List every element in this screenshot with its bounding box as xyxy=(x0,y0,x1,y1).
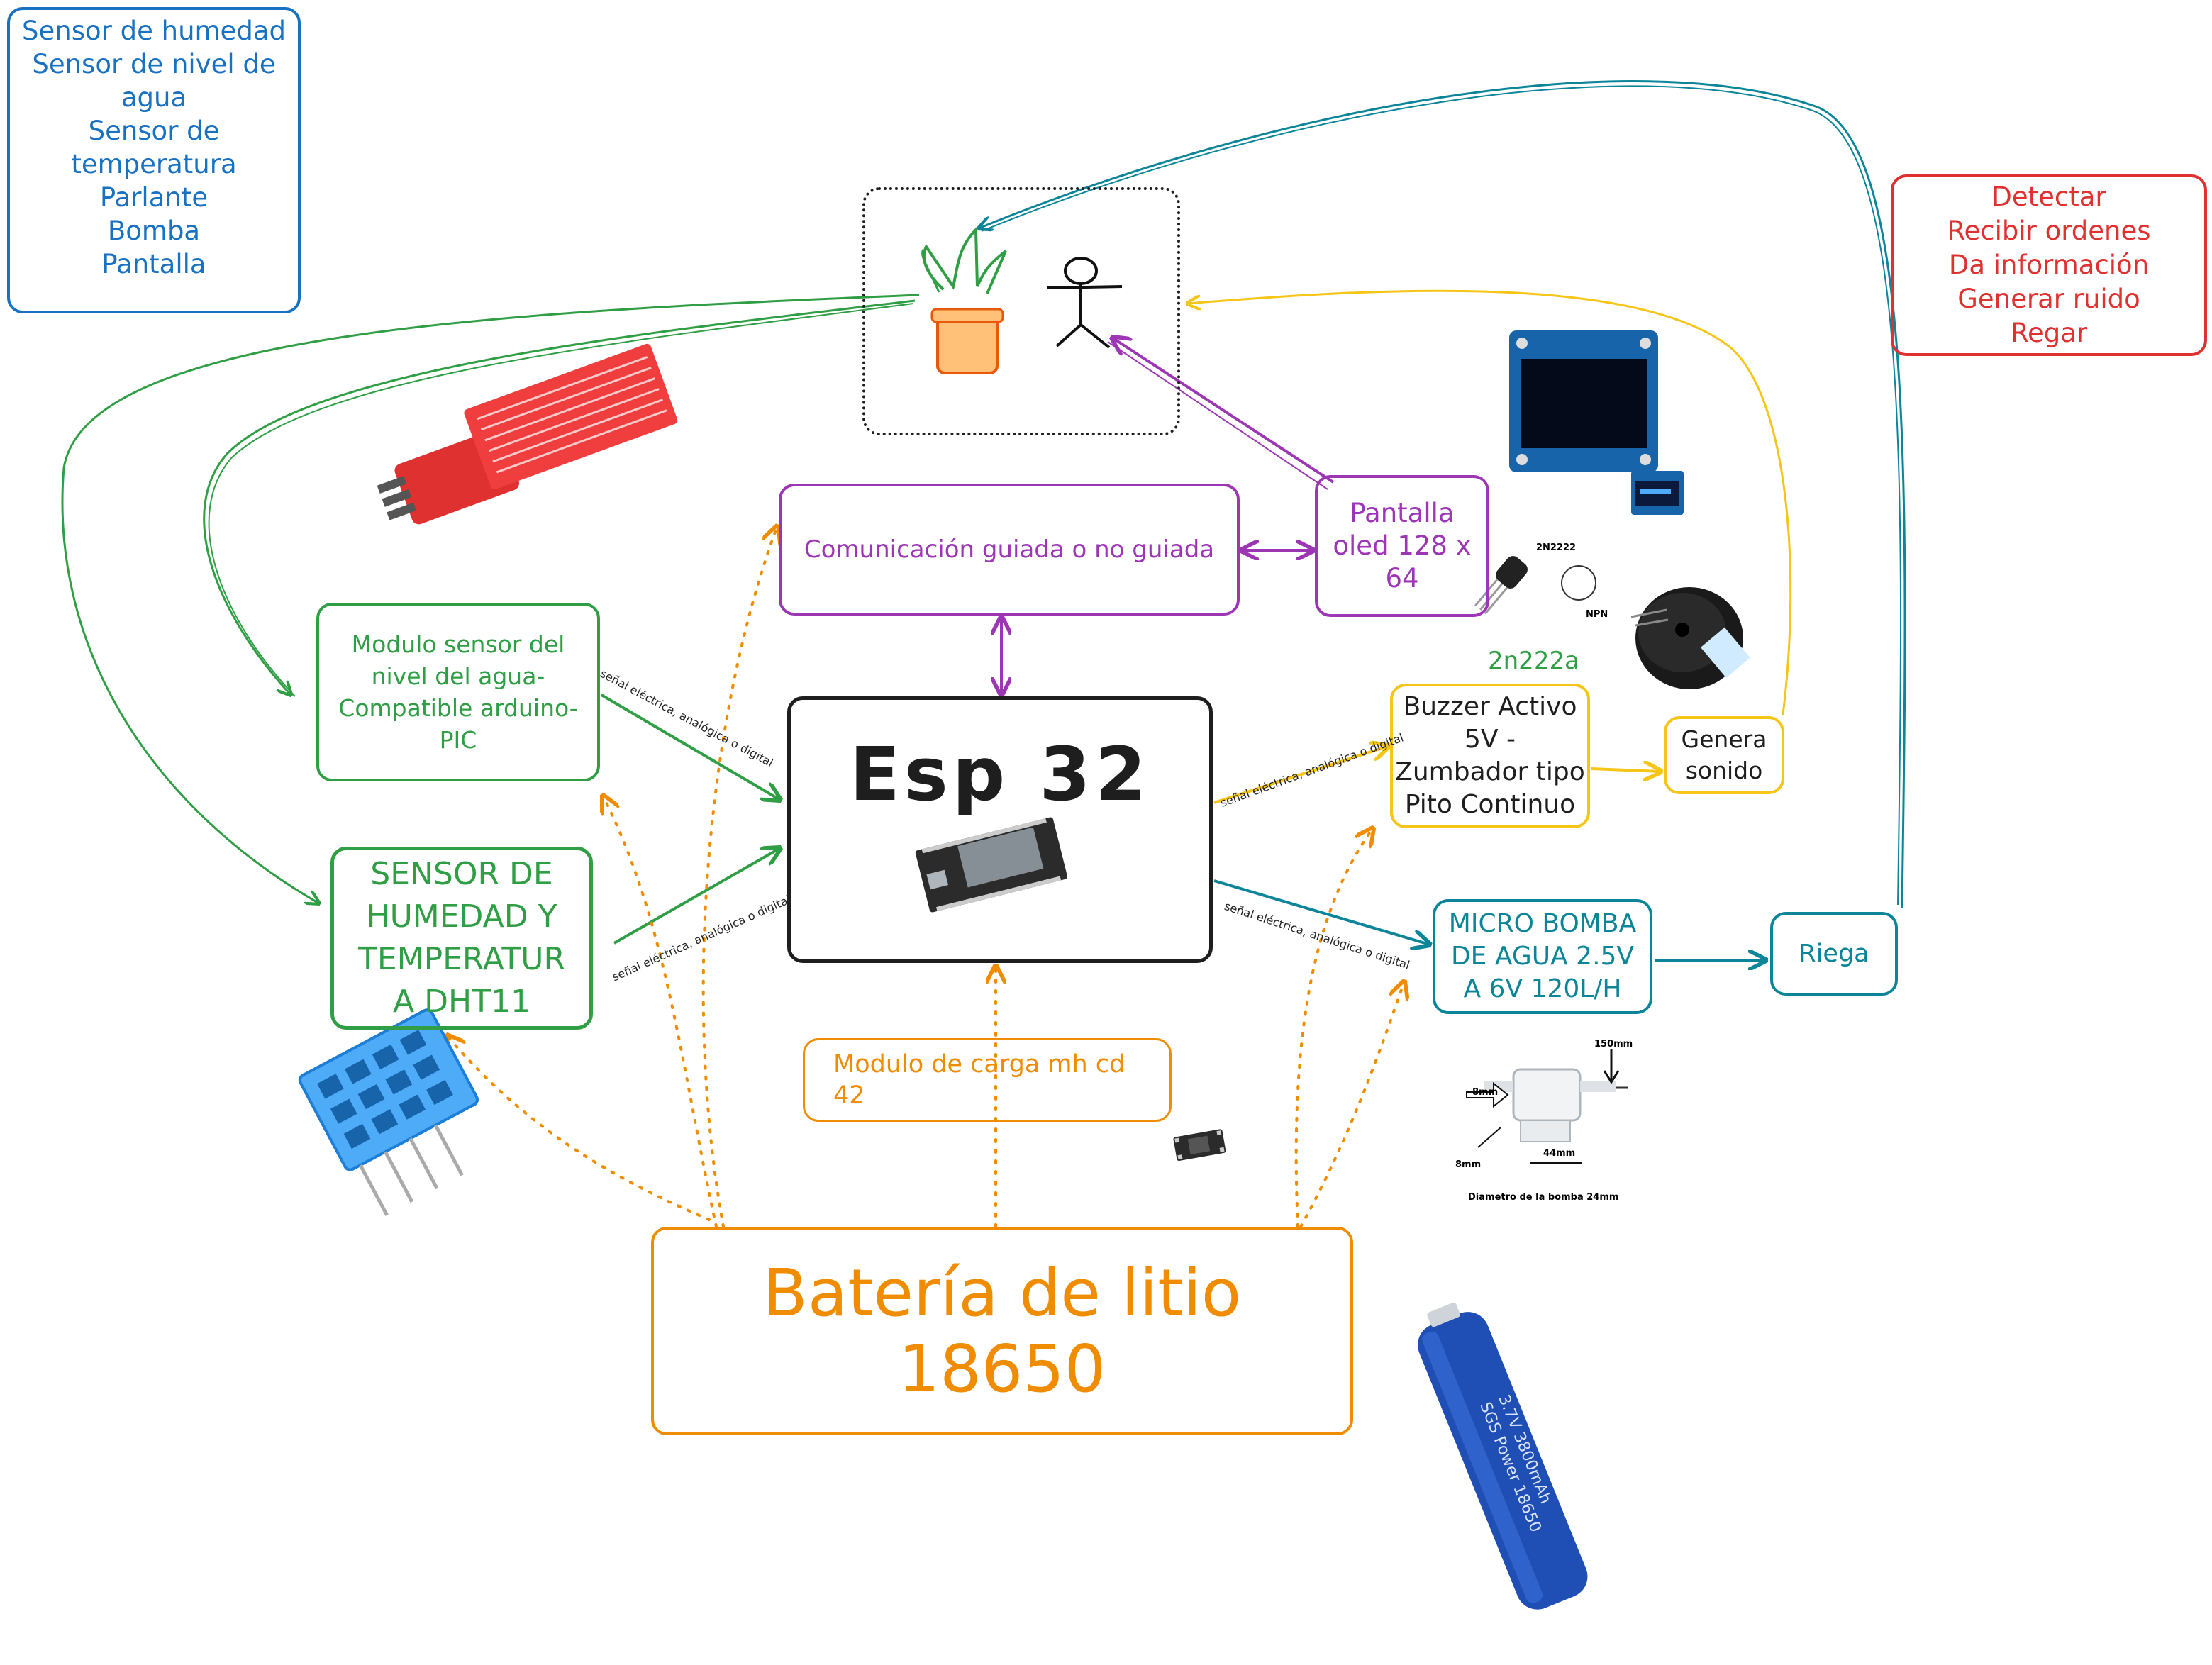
oled-person-connector xyxy=(1112,338,1335,484)
transistor-2n222a-label: 2n222a xyxy=(1488,647,1579,675)
function-noise: Generar ruido xyxy=(1957,284,2140,314)
communication-label: Comunicación guiada o no guiada xyxy=(804,535,1215,564)
plant-to-dht11-connector xyxy=(61,294,920,903)
user-plant-frame xyxy=(862,187,1180,435)
oled-display-image xyxy=(1509,330,1684,515)
pump-image: 150mm 8mm 8mm 44mm Diametro de la bomba … xyxy=(1455,1039,1633,1203)
dht11-line-1: SENSOR DE xyxy=(370,856,553,892)
buzzer-line-2: 5V - xyxy=(1465,725,1516,754)
oled-node: Pantalla oled 128 x 64 xyxy=(1315,475,1489,617)
oled-line-3: 64 xyxy=(1385,563,1419,594)
component-screen: Pantalla xyxy=(101,249,206,279)
pump-dim-left: 8mm xyxy=(1472,1087,1498,1098)
pump-dim-top: 150mm xyxy=(1594,1039,1633,1049)
sound-line-2: sonido xyxy=(1685,757,1763,784)
pump-node: MICRO BOMBA DE AGUA 2.5V A 6V 120L/H xyxy=(1433,899,1652,1014)
component-water-level: Sensor de nivel de xyxy=(32,49,276,79)
esp-pump-connector xyxy=(1213,879,1430,945)
pump-caption: Diametro de la bomba 24mm xyxy=(1468,1192,1618,1203)
plant-to-water-sensor-connector xyxy=(203,299,916,695)
battery-node: Batería de litio 18650 xyxy=(651,1227,1353,1435)
esp-buzzer-connector xyxy=(1213,746,1389,804)
function-detect: Detectar xyxy=(1991,182,2106,212)
function-receive: Recibir ordenes xyxy=(1947,216,2151,246)
charge-line-1: Modulo de carga mh cd xyxy=(833,1050,1126,1079)
transistor-label: 2N2222 xyxy=(1536,542,1576,553)
sound-line-1: Genera xyxy=(1681,725,1767,753)
buzzer-line-4: Pito Continuo xyxy=(1404,790,1576,819)
transistor-image: 2N2222 NPN xyxy=(1474,542,1608,620)
pump-line-1: MICRO BOMBA xyxy=(1448,909,1637,938)
sound-node: Genera sonido xyxy=(1664,716,1784,794)
water-sensor-node: Modulo sensor del nivel del agua- Compat… xyxy=(316,603,600,781)
riega-to-plant-connector xyxy=(979,80,1906,908)
esp32-board-image xyxy=(915,817,1067,913)
irrigate-node: Riega xyxy=(1770,912,1898,996)
water-sensor-line-2: nivel del agua- xyxy=(371,662,545,690)
battery-label: Batería de litio 18650 xyxy=(762,1255,1242,1407)
buzzer-node: Buzzer Activo 5V - Zumbador tipo Pito Co… xyxy=(1390,684,1590,828)
component-temperature-cont: temperatura xyxy=(71,149,237,179)
communication-node: Comunicación guiada o no guiada xyxy=(779,484,1240,616)
battery-power-connectors xyxy=(447,526,1404,1228)
water-sensor-line-1: Modulo sensor del xyxy=(351,630,565,658)
dht11-line-3: TEMPERATUR xyxy=(357,941,566,977)
plant-icon xyxy=(921,226,1007,374)
components-note: Sensor de humedad Sensor de nivel de agu… xyxy=(7,7,301,313)
charge-line-2: 42 xyxy=(833,1081,865,1110)
oled-line-2: oled 128 x xyxy=(1333,530,1472,561)
buzzer-image xyxy=(1630,587,1750,689)
component-humidity: Sensor de humedad xyxy=(22,16,286,46)
pump-dim-bottom-left: 8mm xyxy=(1455,1159,1481,1170)
function-inform: Da información xyxy=(1948,250,2150,280)
dht11-sensor-image xyxy=(298,1008,479,1216)
water-sensor-line-4: PIC xyxy=(439,726,477,754)
buzzer-line-1: Buzzer Activo xyxy=(1403,692,1577,721)
esp32-node: Esp 32 xyxy=(787,696,1213,963)
dht-to-esp-connector xyxy=(613,848,780,945)
charge-module-image xyxy=(1173,1129,1226,1162)
dht11-node: SENSOR DE HUMEDAD Y TEMPERATUR A DHT11 xyxy=(330,847,593,1030)
component-water-level-cont: agua xyxy=(121,82,187,113)
pump-line-2: DE AGUA 2.5V xyxy=(1450,942,1635,971)
component-temperature: Sensor de xyxy=(88,116,220,146)
component-speaker: Parlante xyxy=(99,182,209,213)
transistor-npn-label: NPN xyxy=(1586,609,1608,620)
buzzer-line-3: Zumbador tipo xyxy=(1395,757,1585,786)
dht11-line-4: A DHT11 xyxy=(393,984,530,1020)
buzzer-sound-connector xyxy=(1591,769,1661,772)
oled-line-1: Pantalla xyxy=(1350,498,1455,528)
pump-line-3: A 6V 120L/H xyxy=(1463,974,1622,1003)
sound-to-person-connector xyxy=(1187,289,1792,715)
component-pump: Bomba xyxy=(107,216,201,246)
water-to-esp-connector xyxy=(600,694,780,800)
battery-image: SGS Power 18650 3.7V 3800mAh xyxy=(1418,1302,1588,1610)
charge-module-node: Modulo de carga mh cd 42 xyxy=(803,1038,1172,1122)
functions-note: Detectar Recibir ordenes Da información … xyxy=(1891,174,2207,356)
water-level-sensor-image xyxy=(377,343,678,525)
pump-dim-length: 44mm xyxy=(1543,1148,1575,1159)
person-icon xyxy=(1046,257,1123,349)
function-water: Regar xyxy=(2010,318,2088,348)
dht11-line-2: HUMEDAD Y xyxy=(366,898,557,935)
irrigate-label: Riega xyxy=(1799,940,1869,968)
esp32-title: Esp 32 xyxy=(849,731,1151,818)
water-sensor-line-3: Compatible arduino- xyxy=(338,694,578,722)
